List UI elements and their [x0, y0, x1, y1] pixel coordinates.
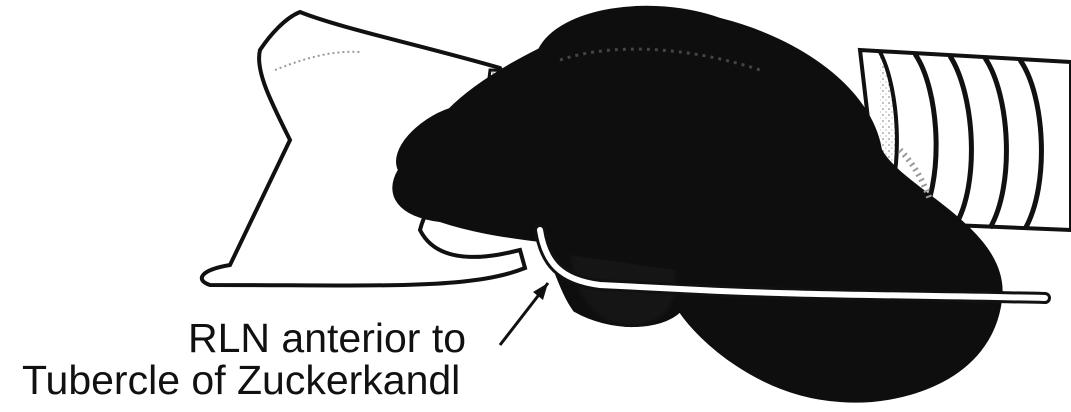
annotation-line-2: Tubercle of Zuckerkandl — [22, 360, 460, 401]
annotation-line-1: RLN anterior to — [188, 318, 466, 359]
annotation-arrow — [500, 283, 548, 345]
